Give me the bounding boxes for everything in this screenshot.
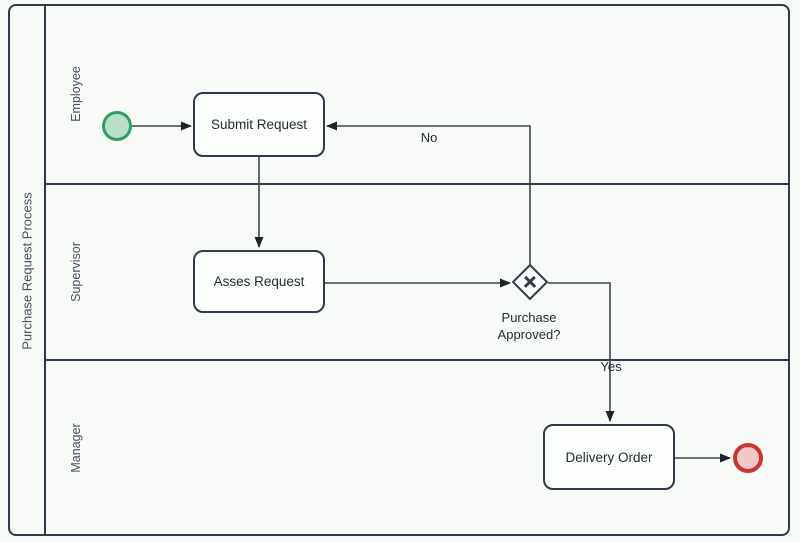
flow-label-yes: Yes <box>600 359 622 374</box>
pool-title: Purchase Request Process <box>19 192 35 350</box>
lane-supervisor-label: Supervisor <box>69 242 83 302</box>
task-delivery-order-label: Delivery Order <box>565 449 653 465</box>
lane-supervisor[interactable]: Supervisor <box>45 183 789 359</box>
gateway-label: Purchase Approved? <box>497 310 561 342</box>
pool-purchase-request-process[interactable] <box>8 4 790 536</box>
pool-header-divider <box>44 5 46 535</box>
task-asses-request-label: Asses Request <box>213 274 305 289</box>
task-submit-request[interactable]: Submit Request <box>193 92 325 157</box>
task-asses-request[interactable]: Asses Request <box>193 250 325 313</box>
lane-manager[interactable]: Manager <box>45 359 789 535</box>
start-event-circle[interactable] <box>102 111 132 141</box>
lane-employee-label: Employee <box>69 66 83 122</box>
task-delivery-order[interactable]: Delivery Order <box>543 424 675 490</box>
end-event-circle[interactable] <box>733 443 763 473</box>
lane-manager-label: Manager <box>69 423 83 473</box>
lane-employee[interactable]: Employee <box>45 5 789 183</box>
task-submit-request-label: Submit Request <box>210 117 308 132</box>
flow-label-no: No <box>420 130 438 145</box>
